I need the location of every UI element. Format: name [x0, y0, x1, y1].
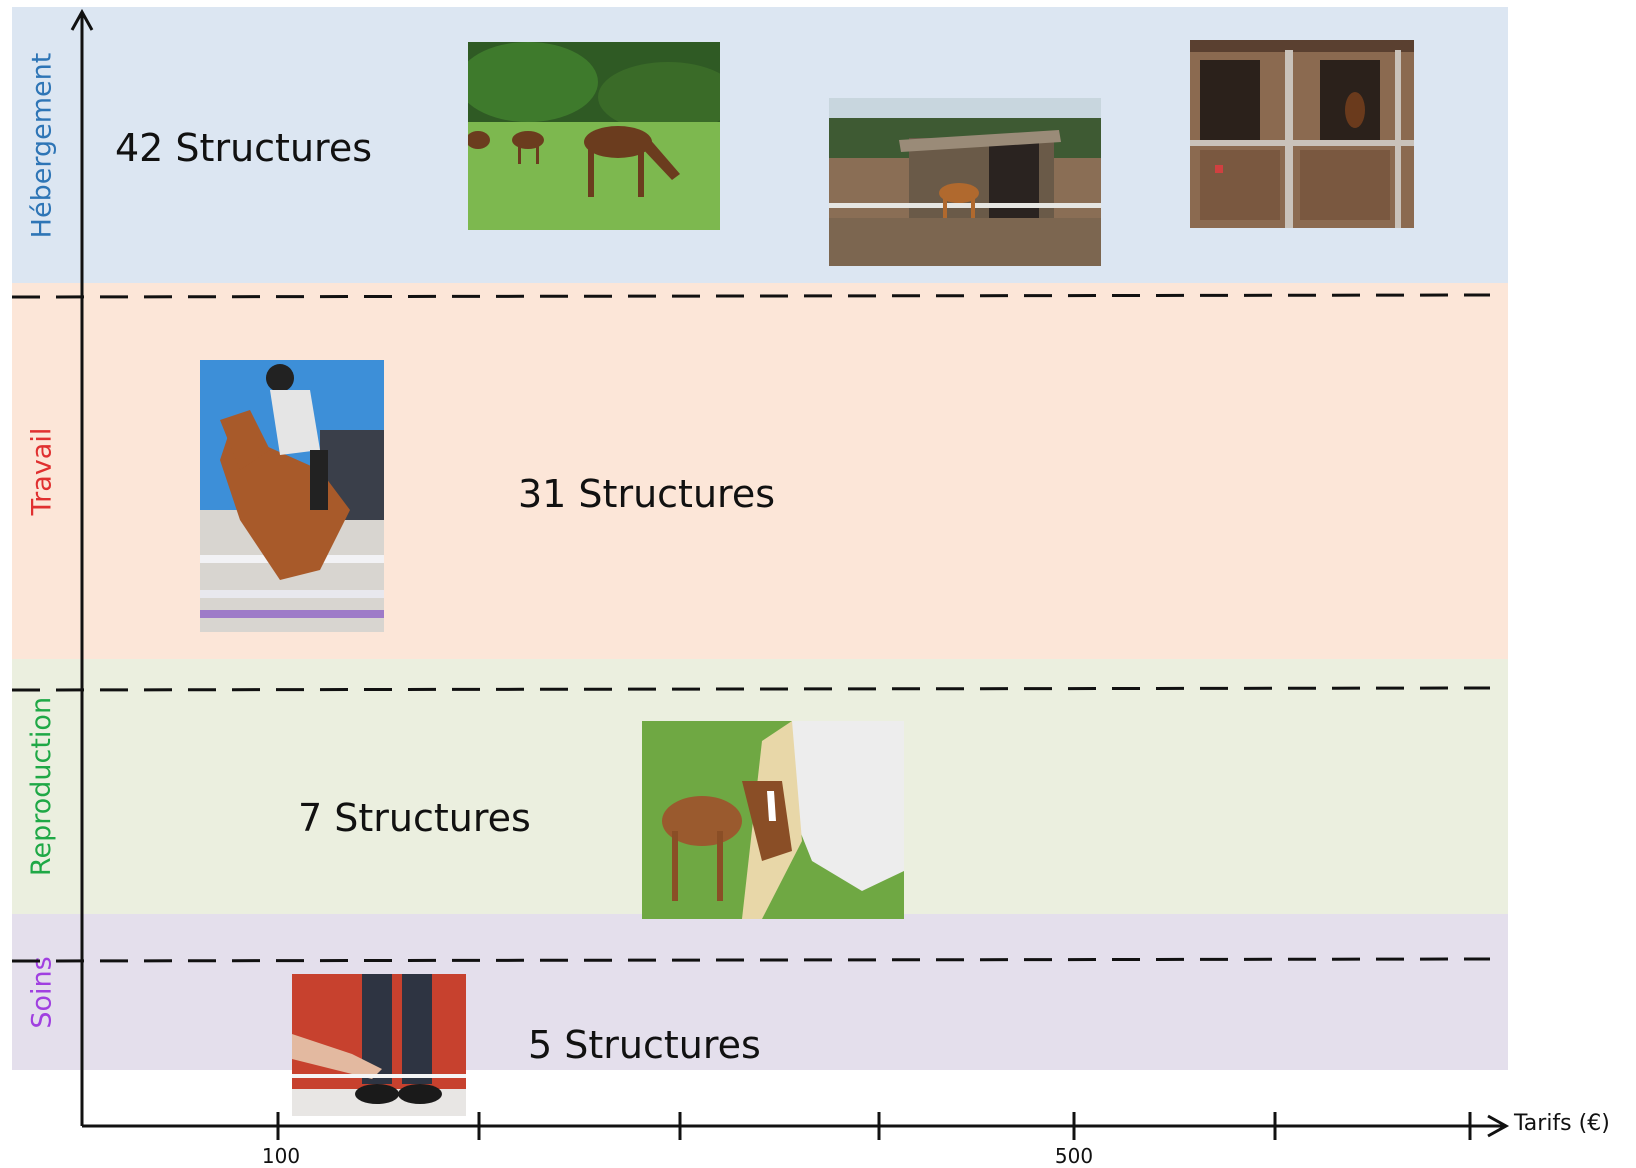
show-jumping-photo	[200, 360, 384, 632]
x-tick-label-500: 500	[1054, 1144, 1094, 1168]
count-travail: 31 Structures	[518, 472, 776, 516]
category-label-travail: Travail	[26, 427, 58, 515]
stable-boxes-photo	[1190, 40, 1414, 228]
category-label-soins: Soins	[26, 955, 58, 1029]
count-reproduction: 7 Structures	[298, 796, 531, 840]
category-label-hebergement: Hébergement	[26, 52, 58, 238]
x-axis-title: Tarifs (€)	[1514, 1111, 1610, 1136]
band-soins	[12, 914, 1508, 1070]
paddock-shelter-photo	[829, 98, 1101, 266]
horses-grazing-photo	[468, 42, 720, 230]
category-label-reproduction: Reproduction	[26, 696, 58, 877]
horse-leg-care-photo	[292, 974, 466, 1116]
count-soins: 5 Structures	[528, 1023, 761, 1067]
mare-and-foal-photo	[642, 721, 904, 919]
count-hebergement: 42 Structures	[115, 126, 373, 170]
x-tick-label-100: 100	[261, 1144, 301, 1168]
x-axis-arrow	[1487, 1114, 1510, 1138]
